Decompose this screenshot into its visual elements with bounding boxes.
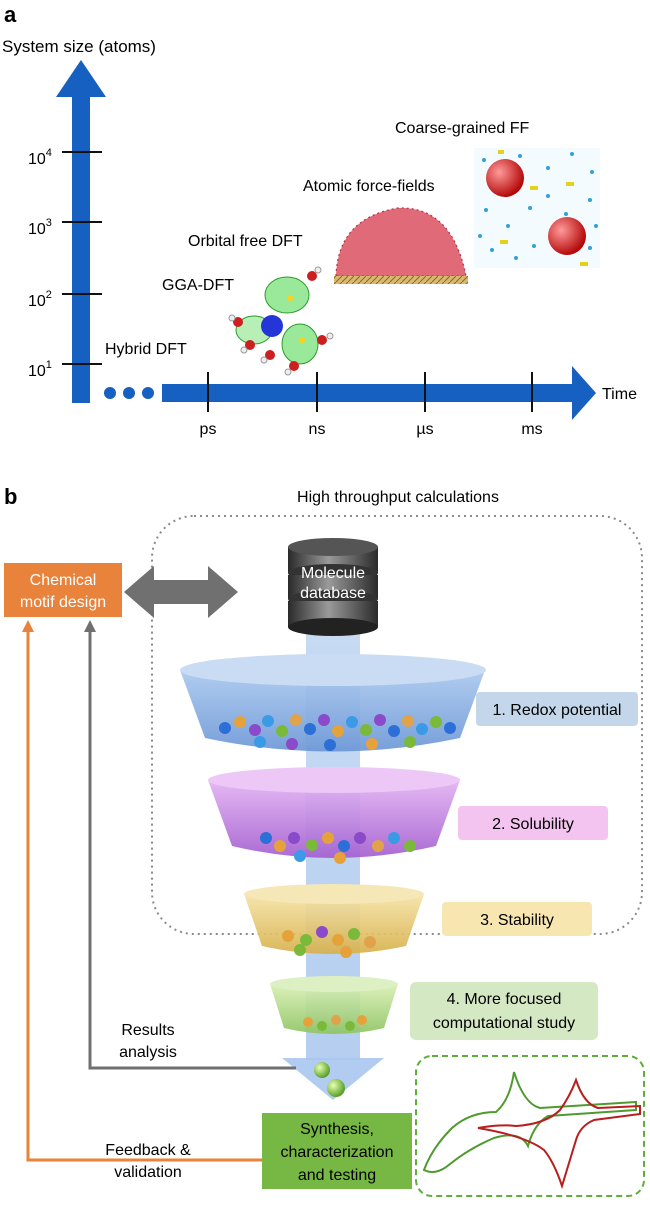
feedback-arrow	[22, 620, 262, 1162]
x-tick-label: ns	[309, 421, 326, 438]
svg-text:4. More focused: 4. More focused	[447, 991, 562, 1008]
cv-curve-red	[477, 1077, 641, 1190]
method-hybrid-dft: Hybrid DFT	[105, 341, 187, 358]
filter-bowl-stability	[244, 884, 424, 958]
method-coarse-grained-ff: Coarse-grained FF	[395, 120, 530, 137]
droplet-illustration	[334, 207, 468, 284]
y-axis-label: System size (atoms)	[2, 37, 156, 56]
y-tick-label: 101	[28, 359, 52, 380]
molecule-orbital-illustration	[228, 266, 334, 376]
y-tick-label: 103	[28, 217, 52, 238]
cv-curves	[422, 1071, 641, 1190]
panel-b-label: b	[4, 484, 17, 509]
y-tick-labels: 104 103 102 101	[28, 147, 52, 380]
results-analysis-label: analysis	[119, 1044, 177, 1061]
coarse-grained-illustration	[474, 148, 600, 268]
svg-text:and testing: and testing	[298, 1167, 376, 1184]
synthesis-box: Synthesis, characterization and testing	[262, 1113, 412, 1189]
x-tick-label: µs	[416, 421, 433, 438]
x-tick-label: ms	[521, 421, 542, 438]
svg-text:computational study: computational study	[433, 1015, 575, 1032]
panel-a-label: a	[4, 2, 17, 27]
filter-bowl-focused-study	[270, 976, 398, 1034]
svg-text:motif design: motif design	[20, 594, 106, 611]
svg-text:Chemical: Chemical	[30, 572, 97, 589]
x-axis-label: Time	[602, 386, 637, 403]
chemical-motif-box: Chemical motif design	[4, 563, 122, 617]
y-tick-label: 104	[28, 147, 52, 168]
svg-text:1. Redox potential: 1. Redox potential	[493, 702, 622, 719]
filter-label-redox: 1. Redox potential	[476, 692, 638, 726]
filter-label-stability: 3. Stability	[442, 902, 592, 936]
cv-curve-green	[422, 1071, 637, 1173]
method-gga-dft: GGA-DFT	[162, 277, 234, 294]
feedback-label: validation	[114, 1164, 182, 1181]
svg-text:Synthesis,: Synthesis,	[300, 1121, 374, 1138]
filter-bowl-redox	[180, 654, 486, 752]
results-analysis-label: Results	[121, 1022, 174, 1039]
x-tick-label: ps	[200, 421, 217, 438]
x-ticks	[207, 372, 533, 412]
high-throughput-header: High throughput calculations	[297, 489, 499, 506]
y-ticks	[62, 151, 102, 365]
x-axis-arrow	[104, 366, 596, 420]
x-tick-labels: ps ns µs ms	[200, 421, 543, 438]
method-atomic-force-fields: Atomic force-fields	[303, 178, 435, 195]
y-tick-label: 102	[28, 289, 52, 310]
svg-text:3. Stability: 3. Stability	[480, 912, 554, 929]
filter-label-solubility: 2. Solubility	[458, 806, 608, 840]
output-molecules	[314, 1062, 345, 1097]
database-icon: Molecule database	[288, 538, 378, 636]
svg-text:database: database	[300, 585, 366, 602]
results-analysis-arrow	[84, 620, 296, 1070]
cv-plot-box	[415, 1055, 645, 1197]
filter-bowl-solubility	[208, 767, 460, 864]
y-axis-arrow	[56, 60, 106, 403]
filter-label-focused-study: 4. More focused computational study	[410, 982, 598, 1040]
svg-text:characterization: characterization	[281, 1144, 394, 1161]
svg-text:2. Solubility: 2. Solubility	[492, 816, 574, 833]
double-arrow	[124, 566, 238, 618]
feedback-label: Feedback &	[105, 1142, 191, 1159]
method-orbital-free-dft: Orbital free DFT	[188, 233, 303, 250]
svg-text:Molecule: Molecule	[301, 565, 365, 582]
